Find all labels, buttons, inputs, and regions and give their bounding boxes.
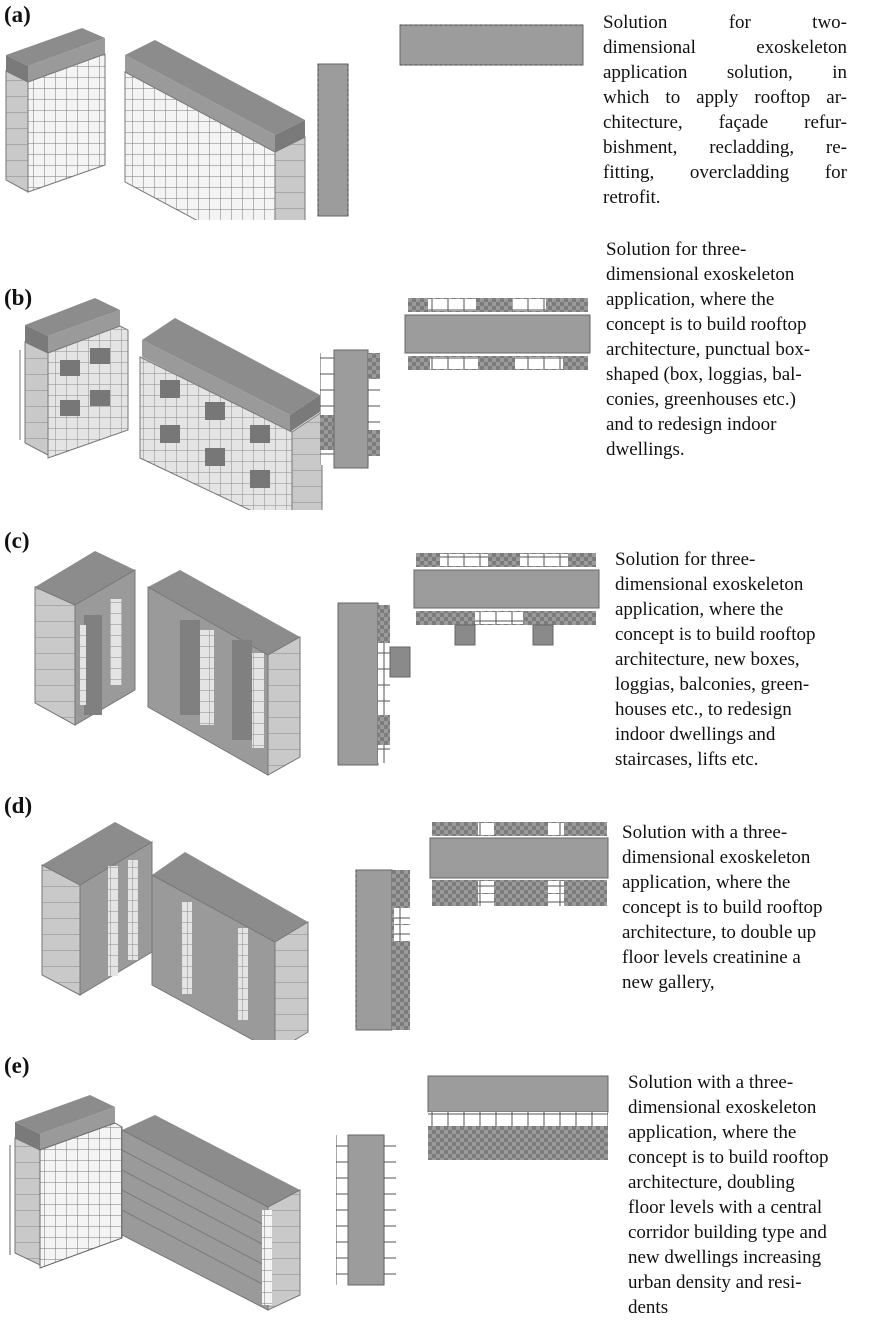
description-line: fitting, overcladding for	[603, 162, 847, 183]
panel-label: (d)	[4, 793, 33, 818]
description-line: Solution for two-	[603, 12, 847, 33]
panel-label: (a)	[4, 2, 31, 27]
description-line: chitecture, façade refur-	[603, 112, 847, 133]
description-line: dimensional exoskeleton	[606, 264, 795, 285]
description-line: new gallery,	[622, 972, 715, 993]
plan-vertical	[355, 869, 410, 1031]
description-line: shaped (box, loggias, bal-	[606, 364, 802, 385]
plan-horizontal	[413, 553, 600, 646]
description-line: concept is to build rooftop	[615, 624, 816, 645]
plan-vertical	[336, 1134, 396, 1286]
panel-b: (b)	[0, 230, 871, 510]
description-line: floor levels with a central	[628, 1197, 823, 1218]
plan-vertical	[337, 602, 411, 766]
description-line: floor levels creatinine a	[622, 947, 801, 968]
plan-horizontal	[427, 1075, 609, 1160]
description-line: loggias, balconies, green-	[615, 674, 810, 695]
panel-b-description: Solution for three- dimensional exoskele…	[606, 237, 856, 462]
long-building-isometric	[124, 40, 306, 220]
panel-a-drawings	[5, 24, 584, 220]
panel-label: (e)	[4, 1053, 30, 1078]
description-line: application, where the	[615, 599, 784, 620]
description-line: corridor building type and	[628, 1222, 827, 1243]
description-line: application solution, in	[603, 62, 847, 83]
plan-vertical	[317, 63, 349, 217]
panel-a-description: Solution for two- dimensional exoskeleto…	[603, 10, 847, 210]
description-line: Solution with a three-	[622, 822, 788, 843]
description-line: houses etc., to redesign	[615, 699, 792, 720]
description-line: dwellings.	[606, 439, 685, 460]
description-line: dents	[628, 1297, 669, 1318]
panel-d-description: Solution with a three- dimensional exosk…	[622, 820, 867, 995]
panel-e-description: Solution with a three- dimensional exosk…	[628, 1070, 871, 1320]
description-line: staircases, lifts etc.	[615, 749, 759, 770]
panel-label: (c)	[4, 528, 30, 553]
description-line: architecture, to double up	[622, 922, 817, 943]
panel-c-description: Solution for three- dimensional exoskele…	[615, 547, 865, 772]
plan-vertical	[320, 349, 380, 469]
panel-c: (c)	[0, 525, 871, 795]
small-building-isometric	[41, 822, 153, 996]
description-line: concept is to build rooftop	[628, 1147, 829, 1168]
description-line: architecture, punctual box-	[606, 339, 811, 360]
description-line: bishment, recladding, re-	[603, 137, 847, 158]
description-line: application, where the	[622, 872, 791, 893]
description-line: concept is to build rooftop	[622, 897, 823, 918]
description-line: new dwellings increasing	[628, 1247, 822, 1268]
description-line: application, where the	[606, 289, 775, 310]
small-building-isometric	[34, 551, 136, 726]
description-line: which to apply rooftop ar-	[603, 87, 847, 108]
description-line: dimensional exoskeleton	[603, 37, 847, 58]
description-line: conies, greenhouses etc.)	[606, 389, 796, 410]
plan-horizontal	[404, 298, 591, 370]
plan-horizontal	[429, 822, 609, 906]
description-line: indoor dwellings and	[615, 724, 776, 745]
plan-horizontal	[399, 24, 584, 66]
description-line: urban density and resi-	[628, 1272, 802, 1293]
description-line: architecture, new boxes,	[615, 649, 800, 670]
panel-d-drawings	[41, 822, 609, 1040]
panel-label: (b)	[4, 285, 33, 310]
description-line: Solution for three-	[615, 549, 756, 570]
small-building-isometric	[5, 28, 106, 193]
description-line: application, where the	[628, 1122, 797, 1143]
panel-a: (a) Solution fo	[0, 0, 871, 220]
long-building-isometric	[139, 318, 323, 510]
panel-e: (e) Sol	[0, 1050, 871, 1318]
small-building-isometric	[9, 1095, 123, 1269]
long-building-isometric	[147, 570, 301, 776]
description-line: Solution with a three-	[628, 1072, 794, 1093]
description-line: architecture, doubling	[628, 1172, 795, 1193]
long-building-isometric	[121, 1115, 301, 1311]
description-line: and to redesign indoor	[606, 414, 777, 435]
panel-e-drawings	[9, 1075, 609, 1311]
long-building-isometric	[151, 852, 309, 1040]
panel-c-drawings	[34, 551, 600, 776]
panel-b-drawings	[19, 298, 591, 510]
description-line: dimensional exoskeleton	[615, 574, 804, 595]
small-building-isometric	[19, 298, 129, 459]
description-line: retrofit.	[603, 187, 661, 208]
description-line: Solution for three-	[606, 239, 747, 260]
description-line: dimensional exoskeleton	[622, 847, 811, 868]
description-line: dimensional exoskeleton	[628, 1097, 817, 1118]
panel-d: (d)	[0, 790, 871, 1040]
description-line: concept is to build rooftop	[606, 314, 807, 335]
